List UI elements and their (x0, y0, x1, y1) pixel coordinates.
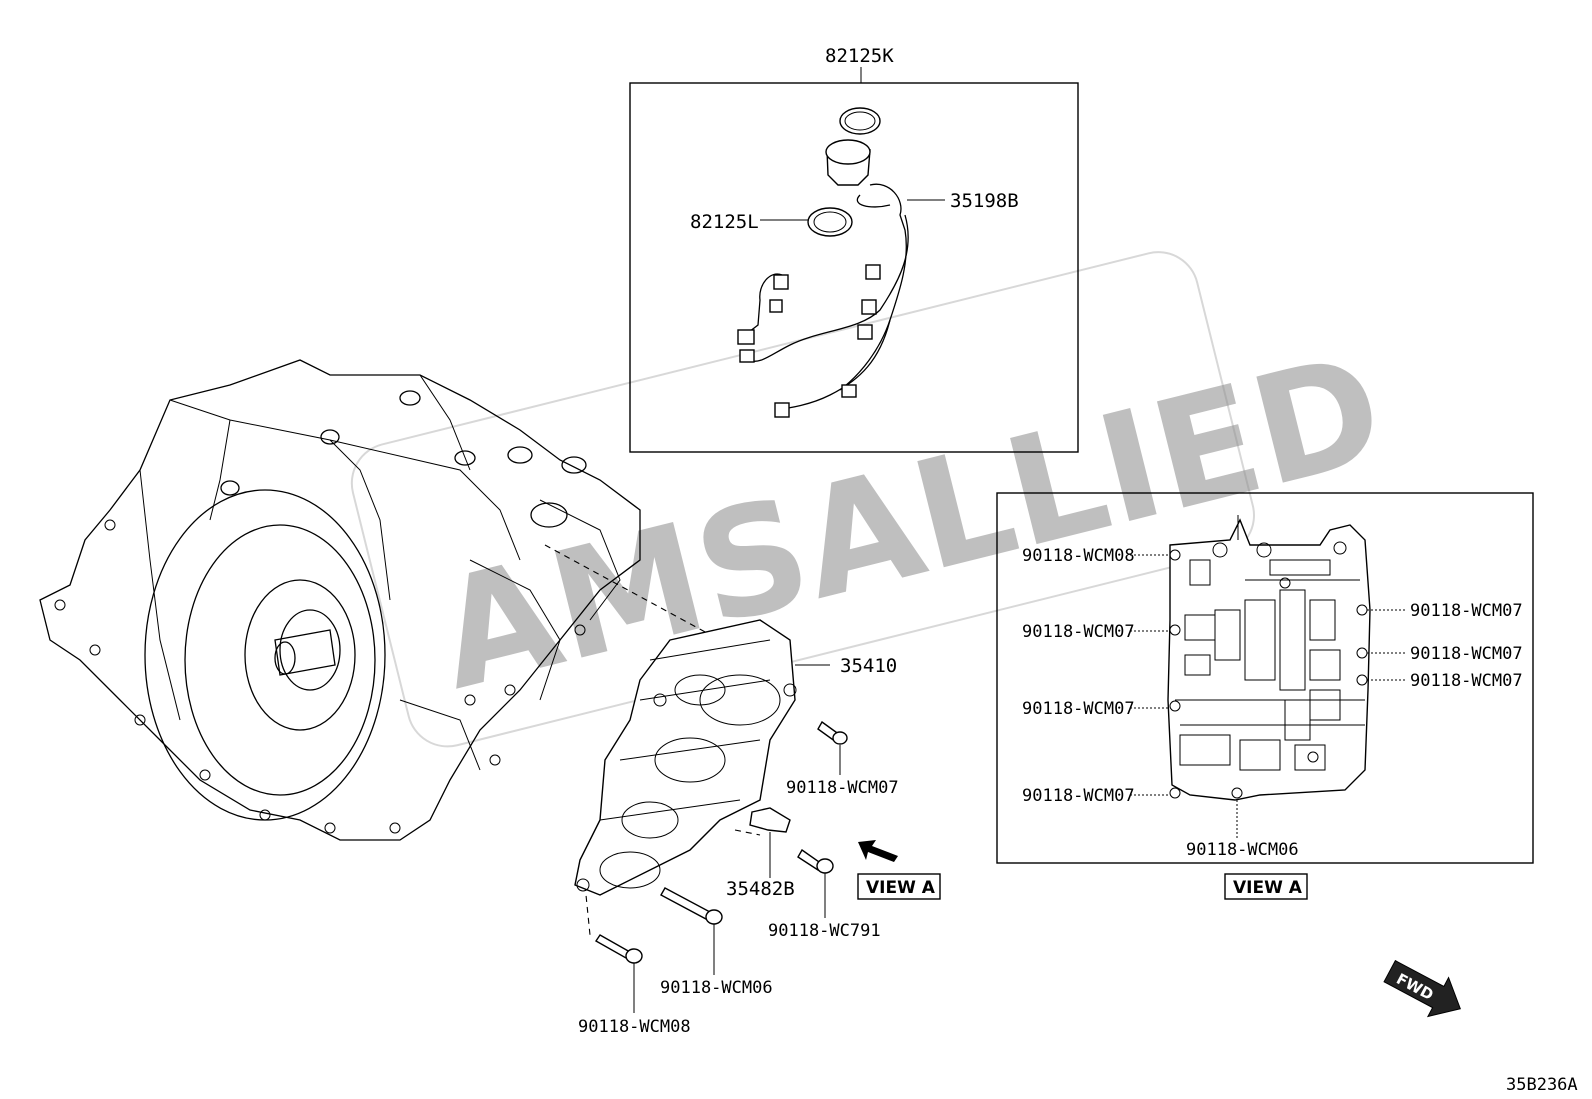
view-a-detail-box: 90118-WCM08 90118-WCM07 90118-WCM07 9011… (996, 492, 1534, 864)
view-a-label-bottom: 90118-WCM06 (1186, 840, 1299, 860)
label-sensor: 35482B (726, 878, 795, 900)
view-a-label-right-1: 90118-WCM07 (1410, 601, 1523, 621)
label-bolt-wcm07: 90118-WCM07 (786, 778, 899, 798)
view-a-arrow-icon (858, 840, 898, 862)
view-a-label-right-2: 90118-WCM07 (1410, 644, 1523, 664)
label-bolt-wcm06: 90118-WCM06 (660, 978, 773, 998)
bolt-icon (595, 934, 643, 964)
bolt-icon (817, 720, 848, 745)
guide-line (734, 829, 761, 836)
label-harness-kit: 82125K (825, 45, 894, 67)
label-bolt-wcm08: 90118-WCM08 (578, 1017, 691, 1037)
svg-text:VIEW A: VIEW A (866, 878, 936, 898)
label-harness-seal: 82125L (690, 211, 759, 233)
transaxle-housing (39, 359, 641, 841)
view-a-label-right-3: 90118-WCM07 (1410, 671, 1523, 691)
diagram-id: 35B236A (1506, 1075, 1578, 1095)
view-a-label-left-4: 90118-WCM07 (1022, 786, 1135, 806)
guide-line (584, 884, 591, 936)
label-valve-body: 35410 (840, 655, 897, 677)
harness-kit-box: 82125K 82125L 35198B (629, 45, 1079, 453)
svg-text:VIEW A: VIEW A (1233, 878, 1303, 898)
sensor-icon (749, 807, 791, 833)
view-a-label-left-2: 90118-WCM07 (1022, 622, 1135, 642)
bolt-icon (660, 887, 723, 925)
label-wire-harness: 35198B (950, 190, 1019, 212)
label-bolt-wc791: 90118-WC791 (768, 921, 881, 941)
guide-line (544, 544, 721, 641)
view-a-caption: VIEW A (1224, 873, 1308, 900)
view-a-label-left-1: 90118-WCM08 (1022, 546, 1135, 566)
bolt-icon (797, 848, 834, 874)
view-a-label-left-3: 90118-WCM07 (1022, 699, 1135, 719)
view-a-tag: VIEW A (857, 873, 941, 900)
valve-body-assembly (574, 619, 797, 896)
fwd-arrow-icon: FWD (1383, 959, 1461, 1018)
